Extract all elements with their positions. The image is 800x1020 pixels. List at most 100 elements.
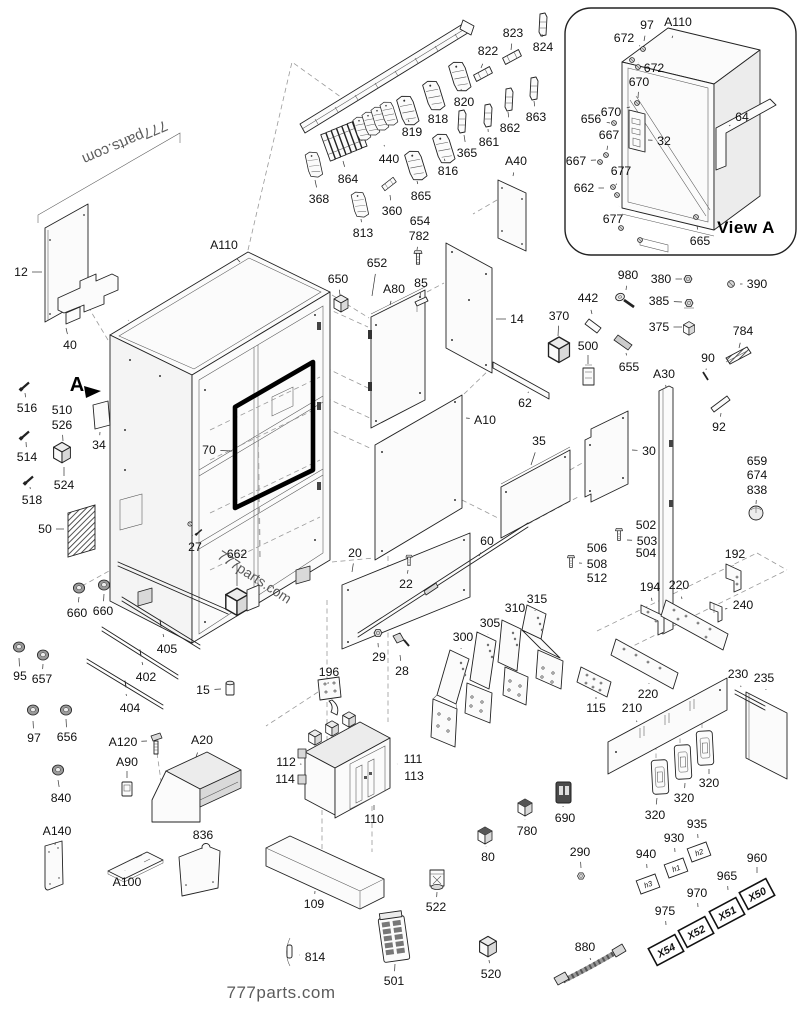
leader-line — [141, 661, 144, 666]
leader-line — [24, 392, 26, 398]
leader-line — [65, 327, 68, 335]
part-label-27: 27 — [188, 540, 202, 554]
leader-line — [57, 779, 60, 787]
main-cabinet — [109, 251, 331, 644]
breaker-assembly — [265, 554, 413, 910]
leader-line — [625, 352, 627, 356]
leader-line — [389, 300, 392, 306]
part-label-659: 659 — [747, 454, 768, 468]
part-label-A110: A110 — [664, 15, 692, 29]
part-label-14: 14 — [510, 312, 524, 326]
part-label-672: 672 — [644, 61, 665, 75]
leader-line — [696, 225, 699, 230]
part-label-365: 365 — [457, 146, 478, 160]
tag-plate-h3: h3 — [635, 873, 661, 895]
part-label-822: 822 — [478, 44, 499, 58]
part-label-862: 862 — [500, 121, 521, 135]
part-label-35: 35 — [532, 434, 546, 448]
part-label-112: 112 — [276, 755, 296, 769]
leader-line — [626, 106, 631, 109]
part-label-660: 660 — [93, 604, 114, 618]
part-label-670: 670 — [629, 75, 650, 89]
part-label-92: 92 — [712, 420, 726, 434]
leader-line — [510, 43, 513, 51]
part-label-32: 32 — [657, 134, 671, 148]
part-label-861: 861 — [479, 135, 500, 149]
tag-plate-X54: X54 — [647, 933, 685, 967]
part-label-655: 655 — [619, 360, 640, 374]
part-label-442: 442 — [578, 291, 599, 305]
part-label-524: 524 — [54, 478, 75, 492]
part-label-501: 501 — [384, 974, 405, 988]
view-a-title: View A — [717, 218, 775, 237]
part-label-196: 196 — [319, 665, 340, 679]
part-label-782: 782 — [409, 229, 430, 243]
leader-line — [77, 596, 80, 603]
part-label-677: 677 — [611, 164, 632, 178]
leader-line — [606, 145, 608, 151]
part-label-30: 30 — [642, 444, 656, 458]
part-label-975: 975 — [655, 904, 676, 918]
part-label-300: 300 — [453, 630, 474, 644]
part-label-506: 506 — [587, 541, 608, 555]
part-label-230: 230 — [728, 667, 749, 681]
part-label-667: 667 — [566, 154, 587, 168]
view-a-inset — [564, 7, 797, 256]
right-small-parts — [547, 275, 764, 568]
part-label-320: 320 — [699, 776, 720, 790]
tag-plate-X51: X51 — [708, 896, 746, 930]
part-label-674: 674 — [747, 468, 768, 482]
mounting-straps — [430, 604, 564, 748]
part-label-192: 192 — [725, 547, 746, 561]
part-label-A100: A100 — [113, 875, 142, 889]
right-bracket-assembly — [576, 563, 742, 795]
part-label-97: 97 — [27, 731, 41, 745]
part-label-34: 34 — [92, 438, 106, 452]
part-label-520: 520 — [481, 967, 502, 981]
leader-line — [389, 194, 392, 201]
part-label-64: 64 — [735, 110, 749, 124]
part-label-115: 115 — [586, 701, 606, 715]
part-label-780: 780 — [517, 824, 538, 838]
part-label-784: 784 — [733, 324, 754, 338]
leader-line — [162, 633, 165, 638]
part-label-310: 310 — [505, 601, 526, 615]
part-label-220: 220 — [638, 687, 659, 701]
part-label-840: 840 — [51, 791, 72, 805]
part-label-819: 819 — [402, 125, 423, 139]
leader-line — [236, 258, 241, 263]
part-label-50: 50 — [38, 522, 52, 536]
part-label-665: 665 — [690, 234, 711, 248]
part-label-690: 690 — [555, 811, 576, 825]
part-label-820: 820 — [454, 95, 475, 109]
part-label-90: 90 — [701, 351, 715, 365]
part-label-672: 672 — [614, 31, 635, 45]
part-label-814: 814 — [305, 950, 326, 964]
part-label-816: 816 — [438, 164, 459, 178]
leader-line — [671, 35, 674, 39]
part-label-838: 838 — [747, 483, 768, 497]
part-label-650: 650 — [328, 272, 349, 286]
part-label-62: 62 — [518, 396, 532, 410]
part-label-360: 360 — [382, 204, 403, 218]
part-label-385: 385 — [649, 294, 670, 308]
part-label-440: 440 — [379, 152, 400, 166]
part-label-402: 402 — [136, 670, 157, 684]
tag-plate-X50: X50 — [738, 877, 776, 911]
part-label-677: 677 — [603, 212, 624, 226]
part-label-380: 380 — [651, 272, 672, 286]
part-label-60: 60 — [480, 534, 494, 548]
part-label-22: 22 — [399, 577, 413, 591]
leader-line — [443, 158, 446, 162]
leader-line — [557, 325, 559, 337]
part-label-320: 320 — [674, 791, 695, 805]
part-label-A10: A10 — [474, 413, 496, 427]
part-label-508: 508 — [587, 557, 608, 571]
leader-line — [724, 608, 728, 610]
part-label-526: 526 — [52, 418, 73, 432]
leader-line — [606, 121, 611, 124]
watermark-bottom: 777parts.com — [227, 983, 336, 1002]
part-label-503: 503 — [637, 534, 658, 548]
